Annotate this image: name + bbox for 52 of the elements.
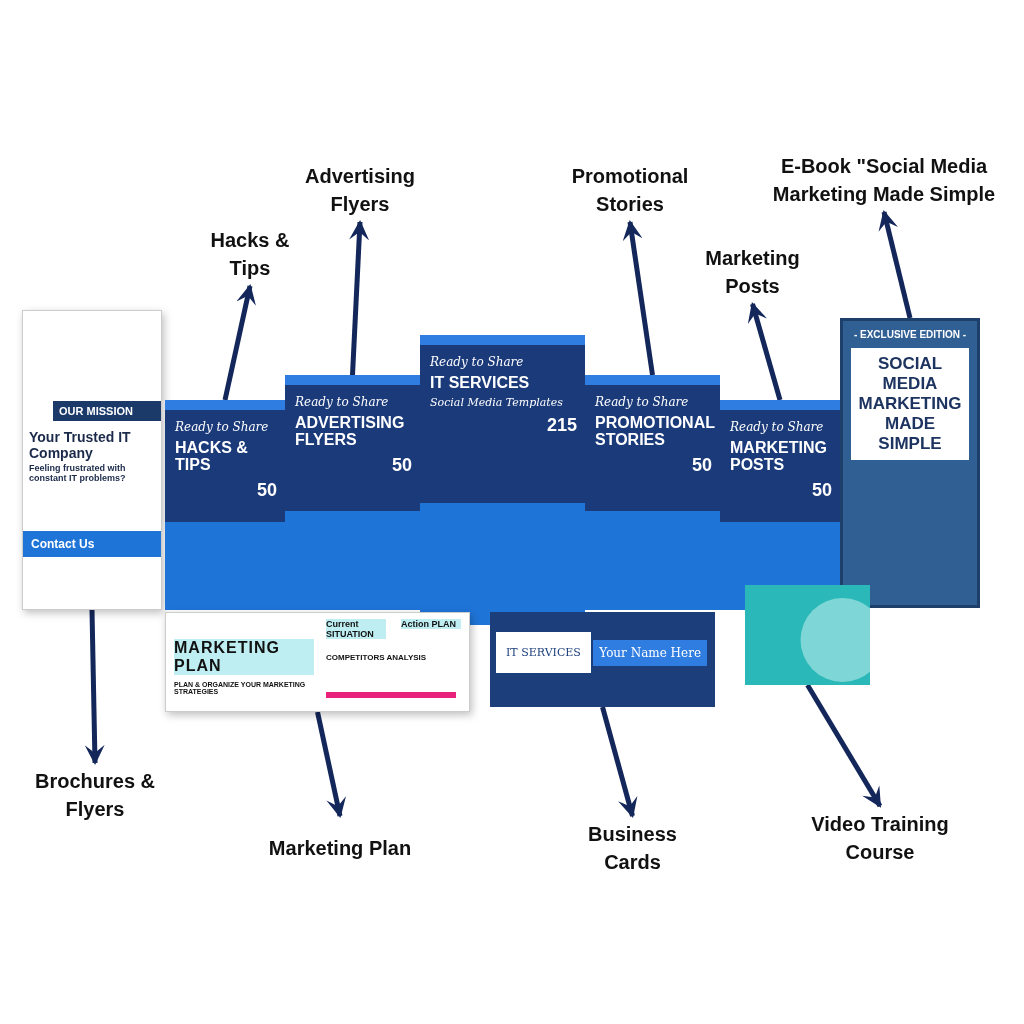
arrow xyxy=(805,683,883,808)
box-subtitle: Social Media Templates xyxy=(430,395,563,409)
arrow xyxy=(315,711,346,818)
section-heading: Current SITUATION xyxy=(326,619,386,639)
brochure-mockup xyxy=(22,310,162,610)
arrow xyxy=(878,210,913,319)
box-title: HACKS & TIPS xyxy=(175,440,249,474)
card-name-banner: Your Name Here xyxy=(593,640,707,666)
template-count: 50 xyxy=(691,454,712,476)
box-tagline: Ready to Share xyxy=(175,420,269,434)
box-title: ADVERTISING FLYERS xyxy=(295,415,406,449)
product-label: Video Training Course xyxy=(775,806,985,870)
card-company-name: IT SERVICES xyxy=(496,632,591,673)
booklet-title: MARKETING PLAN xyxy=(174,639,314,675)
brochure-headline: Your Trusted IT Company xyxy=(28,428,132,463)
box-tagline: Ready to Share xyxy=(430,355,524,369)
box-title: MARKETING POSTS xyxy=(730,440,828,474)
arrow xyxy=(222,284,256,401)
arrow xyxy=(349,220,370,376)
brochure-subheading: Feeling frustrated with constant IT problems? xyxy=(28,463,127,483)
ebook-title: SOCIAL MEDIA MARKETING MADE SIMPLE xyxy=(851,348,969,460)
edition-tag: - EXCLUSIVE EDITION - xyxy=(851,329,969,340)
product-label: Advertising Flyers xyxy=(285,158,435,222)
product-label: Promotional Stories xyxy=(555,158,705,222)
product-label: Brochures & Flyers xyxy=(25,763,165,827)
box-title: IT SERVICES xyxy=(430,375,530,392)
section-heading: Action PLAN xyxy=(401,619,461,629)
arrow xyxy=(600,706,638,818)
product-label: Hacks & Tips xyxy=(190,222,310,286)
box-tagline: Ready to Share xyxy=(595,395,689,409)
arrow xyxy=(84,609,105,765)
product-label: Business Cards xyxy=(565,816,700,880)
product-box xyxy=(165,400,285,610)
open-booklet xyxy=(165,612,470,712)
box-tagline: Ready to Share xyxy=(730,420,824,434)
dvd-case-picture xyxy=(745,585,870,685)
product-label: Marketing Plan xyxy=(265,816,415,880)
box-title: PROMOTIONAL STORIES xyxy=(595,415,715,449)
section-heading: COMPETITORS ANALYSIS xyxy=(326,653,456,698)
arrow xyxy=(622,220,655,376)
business-card-mockup xyxy=(490,612,715,707)
box-tagline: Ready to Share xyxy=(295,395,389,409)
product-label: E-Book "Social Media Marketing Made Simple xyxy=(755,148,1013,212)
template-count: 50 xyxy=(256,479,277,501)
template-count: 215 xyxy=(546,414,577,436)
template-count: 50 xyxy=(391,454,412,476)
template-count: 50 xyxy=(811,479,832,501)
product-label: Marketing Posts xyxy=(685,240,820,304)
mission-heading: OUR MISSION xyxy=(53,401,161,421)
contact-heading: Contact Us xyxy=(23,531,161,557)
ebook-cover xyxy=(840,318,980,608)
arrow xyxy=(747,302,783,401)
